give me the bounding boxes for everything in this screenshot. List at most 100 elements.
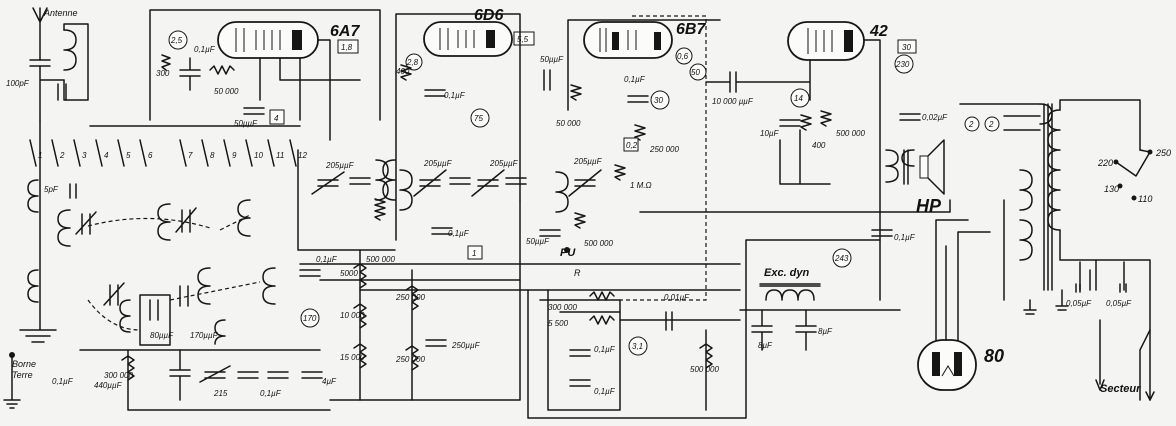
cap-01-k-b-label: 0,1µF (316, 255, 338, 264)
cap-215-label: 215 (213, 389, 228, 398)
res-250000-c-label: 250 000 (395, 355, 425, 364)
cap-10uf-label: 10µF (760, 129, 780, 138)
cap-005-b-label: 0,05µF (1106, 299, 1132, 308)
cap-01-j-label: 0,1µF (260, 389, 282, 398)
tube-label-6A7: 6A7 (330, 23, 360, 40)
cap-50pf-a-label: 50µµF (234, 119, 258, 128)
excitation-label: Exc. dyn (764, 267, 810, 279)
tag-5-5: 5,5 (517, 35, 529, 44)
switch-2: 2 (59, 151, 65, 160)
cap-8uf-a-label: 8µF (758, 341, 773, 350)
tag-30-a: 30 (654, 96, 663, 105)
if-transformer-1: 205µµF 0,1µF (297, 149, 396, 277)
cap-205-a-label: 205µµF (325, 161, 355, 170)
res-5000-label: 5000 (340, 269, 358, 278)
cap-205-b-label: 205µµF (423, 159, 453, 168)
speaker-icon (919, 155, 929, 179)
cap-50pf-c-label: 50µµF (526, 237, 550, 246)
cap-01-b-label: 0,1µF (444, 91, 466, 100)
tag-243: 243 (834, 254, 849, 263)
cap-4uf-label: 4µF (322, 377, 337, 386)
tag-3-1: 3,1 (632, 342, 643, 351)
res-15000-label: 15 000 (340, 353, 365, 362)
cap-01-a-label: 0,1µF (194, 45, 216, 54)
res-250000-b-label: 250 000 (395, 293, 425, 302)
power-transformer: 2 2 250 220 130 110 0,05µF 0,05µF Secteu… (959, 99, 1171, 401)
switch-1: 1 (38, 151, 42, 160)
tag-230: 230 (895, 60, 910, 69)
tap-130: 130 (1104, 184, 1119, 194)
tag-50: 50 (691, 68, 700, 77)
r-label: R (574, 268, 581, 278)
tube-label-80: 80 (984, 346, 1004, 366)
cap-01-k-label: 0,1µF (52, 377, 74, 386)
tag-0-2: 0,2 (626, 141, 638, 150)
tube-label-6D6: 6D6 (474, 7, 503, 24)
ground-label-2: Terre (12, 370, 33, 380)
res-500000-c-label: 500 000 (366, 255, 395, 264)
tag-0-6: 0,6 (677, 52, 689, 61)
res-250000-label: 250 000 (649, 145, 679, 154)
cap-01-g-label: 0,1µF (594, 387, 616, 396)
tag-1: 1 (472, 249, 476, 258)
bottom-left-caps: 440µµF 215 0,1µF 4µF 300 000 170 (79, 308, 337, 411)
cap-002-label: 0,02µF (922, 113, 948, 122)
switch-7: 7 (188, 151, 193, 160)
ground-symbol-icon (19, 119, 57, 343)
pickup-jack-icon[interactable] (564, 247, 570, 253)
tag-1-8: 1,8 (341, 43, 353, 52)
cap-01-c-b-label: 0,1µF (624, 75, 646, 84)
cap-01-f-label: 0,1µF (594, 345, 616, 354)
cap-100pf-label: 100pF (6, 79, 30, 88)
tag-170: 170 (303, 314, 317, 323)
tag-2-5: 2,5 (170, 36, 183, 45)
tap-250: 250 (1155, 148, 1171, 158)
switch-8: 8 (210, 151, 215, 160)
speaker: HP (885, 139, 945, 216)
cap-80-label: 80µµF (150, 331, 174, 340)
cap-8uf-b-label: 8µF (818, 327, 833, 336)
cap-440-label: 440µµF (94, 381, 123, 390)
tag-14: 14 (794, 94, 803, 103)
tag-2-b: 2 (988, 120, 994, 129)
cap-001-label: 0,01µF (664, 293, 690, 302)
tag-75: 75 (474, 114, 483, 123)
tube-6A7: 6A7 1,8 2,5 300 0,1µF 50 000 50µµF 4 (149, 9, 381, 141)
cap-5pf-label: 5pF (44, 185, 59, 194)
coil-icon (27, 269, 39, 303)
switch-4: 4 (104, 151, 109, 160)
band-switch: 1 2 3 4 5 6 7 8 9 10 11 12 5pF (29, 125, 307, 199)
res-5500-label: 5 500 (548, 319, 569, 328)
res-50000-label: 50 000 (214, 87, 239, 96)
res-400-b-label: 400 (812, 141, 826, 150)
res-500000-d-label: 500 000 (690, 365, 719, 374)
res-500000-label: 500 000 (836, 129, 865, 138)
res-50000-b-label: 50 000 (556, 119, 581, 128)
cap-10000-label: 10 000 µµF (712, 97, 754, 106)
cap-01-h-label: 0,1µF (894, 233, 916, 242)
cap-250-label: 250µµF (451, 341, 481, 350)
switch-5: 5 (126, 151, 131, 160)
tag-2-8: 2,8 (406, 58, 419, 67)
cap-205-c-label: 205µµF (489, 159, 519, 168)
tap-110: 110 (1138, 194, 1152, 204)
tube-label-42: 42 (869, 23, 888, 40)
ground-label-1: Borne (12, 359, 36, 369)
tube-6D6: 6D6 5,5 2,8 400 0,1µF 75 (395, 7, 535, 241)
cap-01-c-label: 0,1µF (448, 229, 470, 238)
tube-80: 80 (917, 219, 1004, 391)
tube-label-6B7: 6B7 (676, 21, 706, 38)
if-transformer-2: 205µµF 205µµF 0,1µF 500 000 1 (366, 159, 527, 264)
mains-label: Secteur (1100, 383, 1141, 395)
cap-50pf-b-label: 50µµF (540, 55, 564, 64)
tube-6B7: 6B7 0,6 50 50µµF 50 000 0,1µF 30 250 000… (540, 15, 721, 301)
tag-30-sq: 30 (902, 43, 911, 52)
coil-icon (27, 179, 39, 213)
antenna-section: Antenne 100pF Borne Terre 0,1µF (3, 7, 89, 409)
res-300000-label: 300 000 (548, 303, 577, 312)
res-1m-label: 1 M.Ω (630, 181, 652, 190)
cap-005-a-label: 0,05µF (1066, 299, 1092, 308)
tag-2-a: 2 (968, 120, 974, 129)
cap-170-label: 170µµF (190, 331, 219, 340)
